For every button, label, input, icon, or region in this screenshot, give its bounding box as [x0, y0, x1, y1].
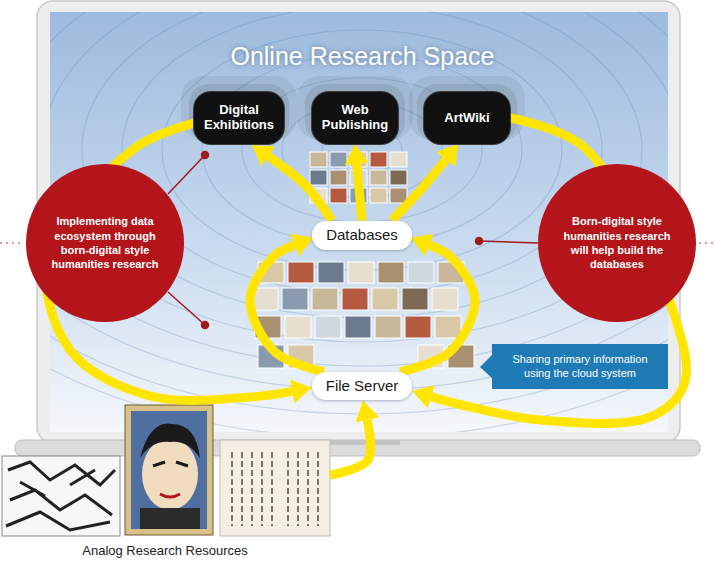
storage-box: File Server	[312, 372, 412, 400]
portrait-face	[142, 438, 198, 510]
print-lines	[6, 462, 115, 530]
flow-arrow	[392, 160, 446, 221]
portrait-hair	[140, 424, 200, 458]
flow-arrow	[268, 156, 332, 220]
thumbnail	[310, 152, 327, 167]
kabuki-portrait	[125, 405, 213, 535]
ripple	[50, 12, 668, 366]
book-page	[220, 440, 330, 536]
note-circle: Born-digital style humanities research w…	[537, 163, 697, 323]
box-label: ArtWiki	[444, 111, 489, 126]
diagram-title: Online Research Space	[50, 42, 675, 71]
page-script	[232, 452, 318, 526]
thumbnail	[390, 188, 407, 203]
note-circle: Implementing data ecosystem through born…	[25, 163, 185, 323]
thumbnail	[330, 188, 347, 203]
output-box: ArtWiki	[424, 92, 510, 144]
flow-arrow	[250, 245, 324, 372]
thumbnail	[282, 288, 308, 310]
woodblock-pattern	[2, 456, 120, 536]
thumbnail	[330, 170, 347, 185]
circle-shape	[25, 163, 185, 323]
thumbnail	[432, 288, 458, 310]
thumbnail	[370, 170, 387, 185]
thumbnail	[342, 288, 368, 310]
portrait-robe	[140, 508, 200, 529]
print-sheet	[2, 456, 120, 536]
leader-line	[479, 241, 538, 243]
leader-dot	[202, 322, 209, 329]
laptop-base	[15, 440, 700, 456]
thumbnail	[390, 170, 407, 185]
box-label: File Server	[326, 377, 399, 394]
thumbnail	[405, 316, 431, 338]
page-sheet	[220, 440, 330, 536]
thumbnail	[318, 262, 344, 283]
ripple	[50, 12, 668, 414]
portrait-frame	[125, 405, 213, 535]
leader-lines	[168, 152, 538, 329]
ripple	[50, 12, 668, 390]
dotted-line	[0, 242, 24, 244]
screen-ripples	[50, 12, 668, 432]
output-box: Digital Exhibitions	[194, 92, 284, 144]
thumbnail	[312, 288, 338, 310]
callout-text: Sharing primary information using the cl…	[500, 352, 660, 381]
storage-box: Databases	[312, 221, 412, 250]
thumbnail	[370, 188, 387, 203]
thumbnail	[288, 262, 314, 283]
flow-arrow	[400, 245, 475, 372]
note-text: Born-digital style humanities research w…	[558, 214, 676, 271]
flow-arrow	[330, 420, 371, 475]
group-caption: Analog Research Resources	[82, 543, 247, 558]
box-label: Databases	[326, 226, 398, 243]
thumbnail	[315, 316, 341, 338]
box-label: Digital Exhibitions	[202, 103, 276, 133]
resource-group: Analog Research Resources	[0, 405, 330, 561]
leader-dot	[202, 152, 209, 159]
thumbnail	[345, 316, 371, 338]
thumbnail	[348, 262, 374, 283]
thumbnail	[378, 262, 404, 283]
thumbnail	[390, 152, 407, 167]
thumbnail	[408, 262, 434, 283]
thumbnail	[310, 170, 327, 185]
thumbnail	[330, 152, 347, 167]
circle-shape	[537, 163, 697, 323]
box-label: Web Publishing	[320, 103, 390, 133]
thumbnail	[372, 288, 398, 310]
note-text: Implementing data ecosystem through born…	[46, 214, 164, 271]
portrait-mouth	[160, 494, 180, 497]
laptop-lid	[37, 1, 680, 443]
ripple	[50, 12, 668, 432]
thumbnail	[370, 152, 387, 167]
thumbnail	[435, 316, 461, 338]
leader-dot	[476, 238, 483, 245]
portrait-eyes	[153, 462, 188, 466]
flow-arrow	[357, 164, 362, 221]
thumbnail	[375, 316, 401, 338]
leader-line	[168, 292, 205, 325]
thumbnail	[285, 316, 311, 338]
callout-box: Sharing primary information using the cl…	[492, 344, 668, 389]
thumbnail	[402, 288, 428, 310]
leader-line	[168, 155, 205, 194]
circle-fill	[538, 164, 696, 322]
dotted-line	[699, 242, 715, 244]
circle-fill	[26, 164, 184, 322]
portrait-border	[131, 411, 207, 529]
output-box: Web Publishing	[312, 92, 398, 144]
thumbnails	[252, 152, 474, 368]
laptop-notch	[320, 440, 400, 445]
